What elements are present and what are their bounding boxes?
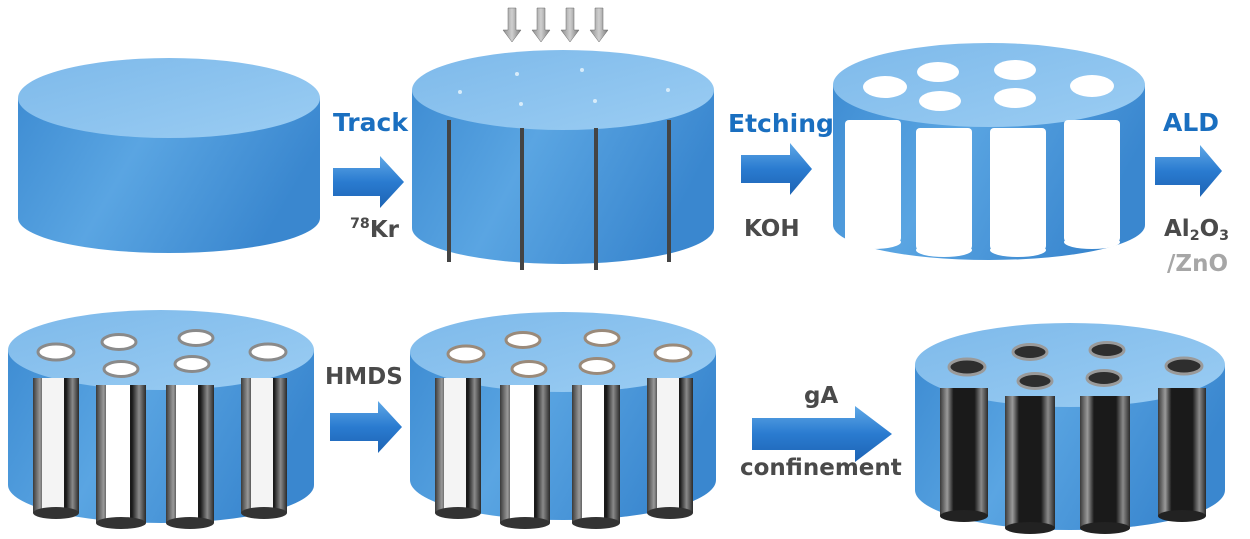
coated-openings [36,329,288,378]
membrane-disk-4 [8,310,314,529]
membrane-disk-3 [833,43,1145,260]
krypton-label: 78Kr [350,217,399,242]
al-symbol: Al [1164,216,1190,242]
o-index: 3 [1219,228,1230,244]
ga-label: gA [804,383,839,409]
filled-pores [940,388,1206,534]
step-arrow-track [333,156,404,208]
step-arrow-ga [752,406,892,462]
membrane-disk-2 [412,50,714,270]
ion-tracks [447,120,671,270]
membrane-disk-1 [18,58,320,253]
etching-label: Etching [728,109,834,138]
hmds-label: HMDS [325,364,403,390]
coated-pores [33,378,287,529]
track-label: Track [333,108,408,137]
hmds-pores [435,378,693,529]
krypton-symbol: Kr [369,217,400,243]
krypton-mass-number: 78 [350,216,370,232]
koh-label: KOH [744,216,800,242]
ald-label: ALD [1163,108,1220,137]
membrane-disk-6 [915,323,1225,534]
confinement-label: confinement [740,455,902,481]
irradiation-arrows [502,7,609,43]
pore-openings [863,60,1114,111]
step-arrow-etching [741,143,812,195]
al2o3-label: Al2O3 [1164,216,1230,244]
filled-openings [947,341,1204,390]
step-arrow-hmds [330,401,402,453]
o-symbol: O [1199,216,1220,242]
track-dots [458,68,670,106]
al-index: 2 [1189,228,1200,244]
hmds-openings [446,329,693,378]
etched-pores [845,120,1120,257]
membrane-disk-5 [410,312,716,529]
step-arrow-ald [1155,145,1222,197]
zno-label: /ZnO [1167,251,1229,277]
